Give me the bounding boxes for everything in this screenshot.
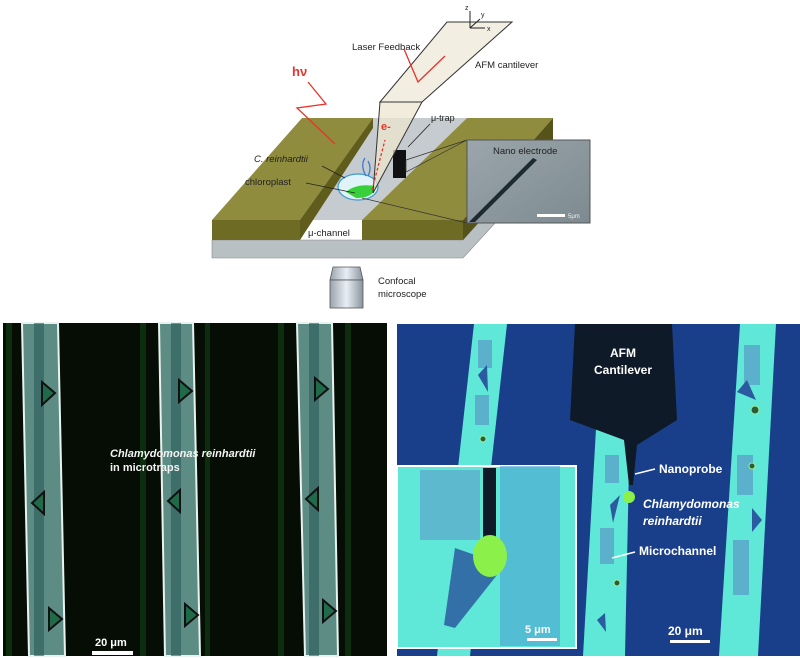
inset-scale-label: 5μm [568,214,580,220]
left-scale-label: 20 μm [95,637,127,649]
inset-connector-line [361,197,468,224]
micrograph-afm: 5 μm AFM Cantilever Nanoprobe Chlamydomo… [396,324,800,656]
micro-trap-label: μ-trap [431,113,455,123]
chloroplast [346,185,376,198]
background-stripes [6,323,351,656]
flagella [362,157,371,177]
left-slab-top [212,118,373,220]
laser-feedback-arrow [403,48,446,84]
nano-electrode-label: Nano electrode [493,146,557,157]
afm-label-line2: Cantilever [594,363,652,377]
electron-path [371,139,386,191]
cell-pointer [321,165,346,179]
microchannel-label: Microchannel [639,544,716,558]
microscope-label-line1: Confocal [378,276,416,287]
cells [479,405,760,587]
afm-cantilever-label: AFM cantilever [475,60,538,71]
nano-electrode [469,158,537,222]
nanoprobe-label: Nanoprobe [659,462,723,476]
axes-icon [469,11,485,29]
confocal-microscope-icon [329,266,364,309]
axis-z-label: z [465,5,469,12]
chloroplast-pointer [305,182,356,194]
photon-label: hν [292,64,307,79]
micro-channel-label: μ-channel [308,228,350,239]
axis-y-label: y [481,12,485,19]
inset: 5 μm [396,465,577,649]
cell-label-line1: Chlamydomonas [643,497,740,511]
afm-label-line1: AFM [610,346,636,360]
laser-feedback-label: Laser Feedback [352,42,420,53]
inset-scale-label: 5 μm [525,624,551,636]
cell-label: C. reinhardtii [254,154,309,165]
left-scale-bar [92,651,133,655]
chloroplast-label: chloroplast [245,177,291,188]
inset-scale-bar [527,638,557,641]
right-slab-front [362,220,463,240]
cell-label-line2: reinhardtii [643,514,702,528]
left-caption-line1: Chlamydomonas reinhardtii [110,448,256,460]
schematic: 5μm Nano electrode z y x Laser Feedback … [211,5,591,309]
left-slab-side [300,118,373,240]
right-scale-bar [670,640,710,643]
microchannels [20,322,340,657]
left-slab-front [212,220,300,240]
electron-label: e- [381,121,391,133]
microtraps [30,375,338,633]
microchannel-arrow [611,551,636,559]
inset-scale-bar [537,214,565,217]
afm-tip [372,101,423,194]
left-caption-line2: in microtraps [110,462,180,474]
micro-trap-pointer [407,123,431,148]
afm-cantilever-image [570,324,677,485]
right-scale-label: 20 μm [668,624,703,638]
inset-cell [473,535,507,577]
micrograph-microtraps: Chlamydomonas reinhardtii in microtraps … [3,322,387,657]
inset-connector [405,139,468,173]
traps [478,365,762,632]
axis-x-label: x [487,26,491,33]
microscope-label-line2: microscope [378,289,427,300]
photon-arrow [295,81,336,145]
cell-on-probe [623,491,635,503]
micro-trap [393,150,406,178]
nanoprobe-arrow [634,468,656,475]
